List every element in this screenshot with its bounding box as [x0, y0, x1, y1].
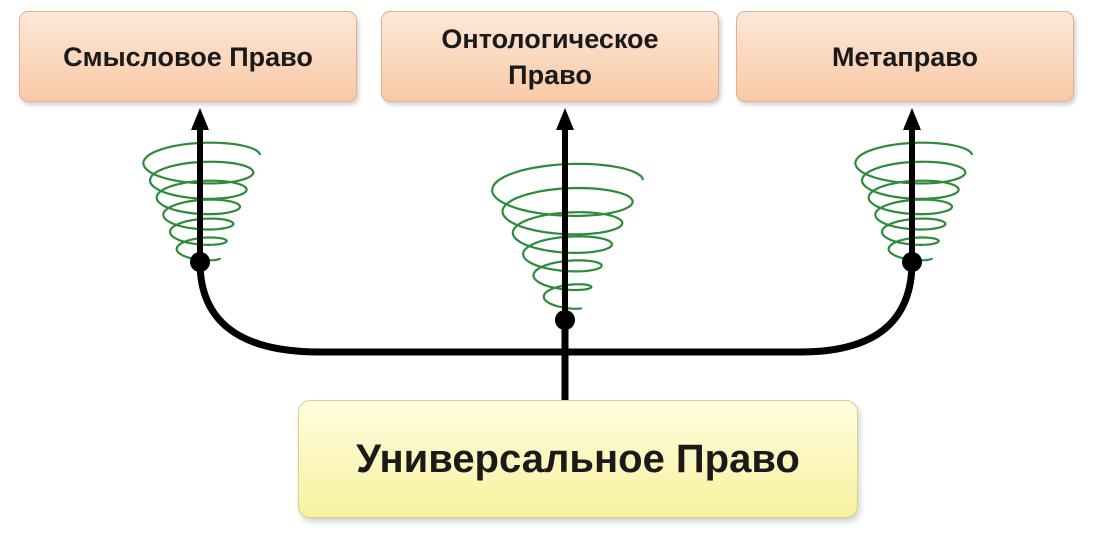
- box-ontological-law-label: Онтологическое Право: [441, 23, 659, 90]
- junction-dot-left: [190, 252, 210, 272]
- spiral-left: [142, 141, 262, 262]
- spiral-path: [854, 141, 974, 262]
- spiral-path: [491, 162, 645, 310]
- spiral-right: [854, 141, 974, 262]
- box-universal-law-label: Универсальное Право: [356, 436, 800, 481]
- box-meta-law-label: Метаправо: [832, 41, 978, 72]
- junction-dot-middle: [555, 310, 575, 330]
- junction-dot-right: [902, 252, 922, 272]
- box-semantic-law-label: Смысловое Право: [63, 41, 313, 72]
- box-universal-law: Универсальное Право: [298, 400, 858, 518]
- spiral-path: [142, 141, 262, 262]
- box-semantic-law: Смысловое Право: [19, 11, 357, 102]
- box-ontological-law: Онтологическое Право: [381, 11, 719, 102]
- arrow-middle: [556, 108, 574, 320]
- spiral-middle: [491, 162, 645, 310]
- arrow-left: [191, 108, 209, 262]
- arrow-right: [903, 108, 921, 262]
- box-meta-law: Метаправо: [736, 11, 1074, 102]
- connector-tree: [196, 261, 916, 356]
